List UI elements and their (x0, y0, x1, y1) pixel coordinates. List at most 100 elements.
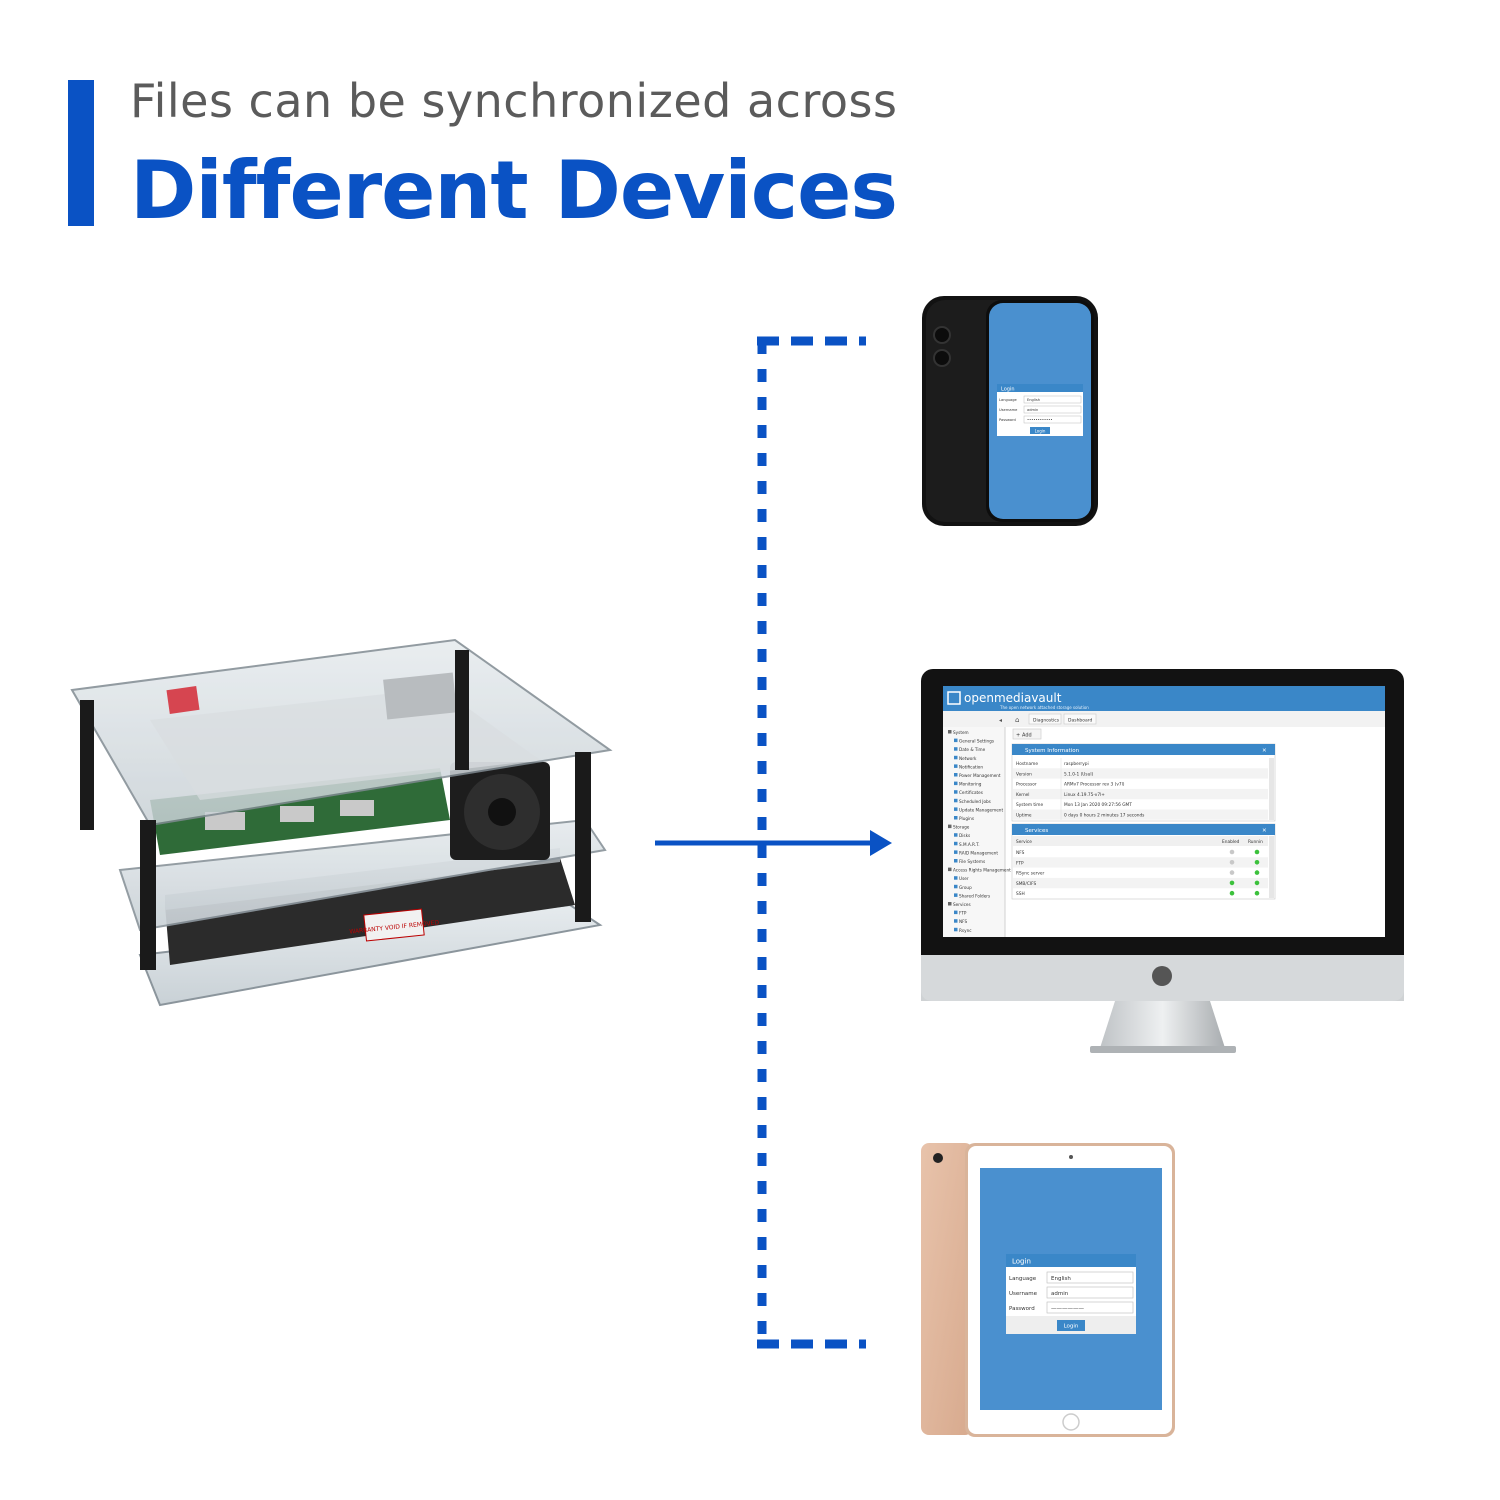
sidebar-item[interactable]: File Systems (959, 859, 985, 864)
system-info-value: 0 days 0 hours 2 minutes 17 seconds (1064, 813, 1145, 819)
sidebar-item[interactable]: Group (959, 885, 972, 890)
phone-field-input[interactable] (1023, 415, 1082, 424)
sidebar-item-icon (948, 902, 952, 906)
usb-ports (383, 672, 457, 720)
sidebar-item[interactable]: Monitoring (959, 782, 982, 787)
sidebar-item-icon (954, 747, 958, 751)
phone-field-input[interactable] (1023, 405, 1082, 414)
tablet-field-label: Password (1009, 1306, 1035, 1312)
sidebar-item[interactable]: Disks (959, 833, 970, 838)
sidebar-item[interactable]: RAID Management (959, 850, 998, 855)
phone-field-input[interactable] (1023, 395, 1082, 404)
tablet-field-label: Language (1009, 1276, 1037, 1282)
service-name: SSH (1016, 891, 1025, 897)
status-running-icon (1254, 860, 1260, 865)
system-info-key: Kernel (1016, 792, 1030, 798)
sidebar-item-icon (954, 816, 958, 820)
panel-close-icon[interactable]: ✕ (1262, 748, 1267, 754)
sidebar-item[interactable]: Certificates (959, 790, 983, 795)
services-header[interactable]: Service (1016, 839, 1032, 845)
omv-add-button[interactable] (1012, 728, 1042, 740)
phone-login-button-label: Login (1035, 429, 1046, 434)
phone-login-title: Login (1001, 387, 1015, 393)
sidebar-item[interactable]: System (953, 730, 969, 735)
sidebar-item-icon (954, 919, 958, 923)
omv-tab-label: Diagnostics (1033, 718, 1060, 724)
hdmi-port (280, 806, 314, 822)
status-enabled-icon (1229, 849, 1235, 855)
tablet-field-value: English (1051, 1276, 1071, 1282)
sidebar-item[interactable]: Date & Time (959, 747, 986, 752)
phone-login-button[interactable] (1030, 427, 1050, 434)
sidebar-item-icon (954, 841, 958, 846)
sidebar-item[interactable]: Plugins (959, 816, 974, 821)
services-header[interactable]: Enabled (1222, 839, 1240, 845)
sidebar-item[interactable]: Power Management (959, 773, 1001, 778)
omv-logo-icon (947, 691, 961, 705)
services-title: Services (1025, 828, 1048, 834)
sidebar-item-icon (948, 730, 952, 734)
tablet-field-value: admin (1051, 1291, 1069, 1297)
sidebar-item[interactable]: NFS (959, 919, 967, 924)
sidebar-item[interactable]: User (959, 876, 969, 881)
phone-field-value: English (1027, 398, 1040, 402)
services-header[interactable]: Runnin (1248, 839, 1263, 845)
sidebar-item[interactable]: Shared Folders (959, 893, 990, 898)
omv-sidebar (943, 727, 1005, 937)
status-running-icon (1254, 890, 1260, 896)
sidebar-item[interactable]: Notification (959, 764, 983, 769)
service-name: SMB/CIFS (1016, 881, 1036, 887)
panel-scrollbar[interactable] (1269, 758, 1274, 820)
collapse-icon[interactable]: ◂ (999, 717, 1002, 724)
sidebar-item[interactable]: FTP (959, 911, 967, 916)
arrow-head (870, 830, 892, 856)
connection-lines (655, 336, 892, 1349)
nas-device: WARRANTY VOID IF REMOVED (70, 638, 613, 1007)
omv-tab[interactable] (1028, 713, 1062, 725)
omv-add-label: Add (1022, 733, 1032, 739)
status-enabled-icon (1229, 860, 1235, 865)
phone-field-value: admin (1027, 408, 1038, 412)
phone-field-label: Username (999, 408, 1018, 412)
status-enabled-icon (1229, 880, 1235, 886)
system-info-value: Linux 4.19.75-v7l+ (1064, 792, 1105, 798)
page-title: Different Devices (130, 144, 898, 237)
status-running-icon (1254, 870, 1260, 875)
status-enabled-icon (1229, 890, 1235, 896)
omv-header (943, 686, 1385, 711)
sidebar-item[interactable]: Update Management (959, 807, 1003, 812)
system-info-key: Hostname (1016, 761, 1038, 767)
omv-tagline: The open network attached storage soluti… (999, 705, 1089, 710)
tablet-field-input[interactable] (1046, 1286, 1134, 1299)
sidebar-item-icon (954, 833, 958, 837)
sidebar-item-icon (954, 781, 958, 786)
sidebar-item[interactable]: Storage (953, 825, 970, 830)
services-close-icon[interactable]: ✕ (1262, 828, 1267, 834)
home-button[interactable] (1062, 1413, 1080, 1431)
red-switch (166, 686, 200, 714)
sidebar-item[interactable]: Services (953, 902, 971, 907)
home-icon[interactable]: ⌂ (1015, 716, 1019, 724)
tablet-login-button[interactable] (1057, 1320, 1085, 1331)
sidebar-item[interactable]: Scheduled Jobs (959, 799, 991, 804)
sidebar-item-icon (948, 824, 952, 829)
sidebar-item-icon (954, 893, 958, 897)
sidebar-item[interactable]: Rsync (959, 928, 972, 933)
camera-icon (933, 326, 951, 344)
sidebar-item[interactable]: Access Rights Management (953, 868, 1011, 873)
accent-bar (68, 80, 94, 226)
tablet-field-input[interactable] (1046, 1301, 1134, 1314)
sidebar-item[interactable]: General Settings (959, 739, 994, 744)
omv-tab[interactable] (1063, 713, 1097, 725)
system-info-panel (1011, 743, 1276, 822)
tablet-field-input[interactable] (1046, 1271, 1134, 1284)
sidebar-item-icon (954, 884, 958, 889)
system-info-key: System time (1016, 802, 1043, 808)
omv-tab-label: Dashboard (1068, 718, 1093, 724)
sidebar-item[interactable]: Network (959, 756, 977, 761)
phone-field-label: Language (999, 398, 1018, 402)
services-scrollbar[interactable] (1269, 836, 1274, 898)
sidebar-item[interactable]: S.M.A.R.T. (959, 842, 980, 847)
